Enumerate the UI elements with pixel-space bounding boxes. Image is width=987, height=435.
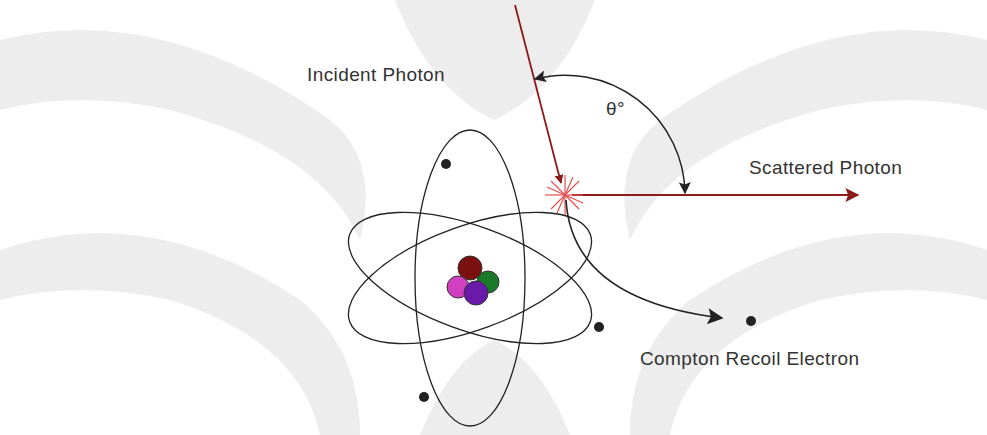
watermark-shape	[0, 233, 360, 435]
incident-photon-arrow	[515, 5, 561, 183]
electrons	[419, 159, 604, 402]
watermark-shape	[420, 340, 570, 435]
angle-arc	[535, 75, 685, 193]
watermark-shape	[630, 233, 987, 435]
recoil-electron	[746, 316, 756, 326]
orbits	[332, 130, 608, 426]
watermark-shape	[624, 30, 987, 240]
watermark-shape	[0, 30, 366, 240]
watermark-shape	[395, 0, 595, 120]
collision-burst	[545, 175, 583, 215]
label: Scattered Photon	[749, 157, 902, 179]
nucleon	[464, 281, 488, 305]
scattered-photon-arrow	[572, 194, 858, 196]
label: Incident Photon	[307, 64, 445, 86]
orbit	[415, 130, 525, 426]
label: θ°	[606, 98, 625, 120]
orbit	[332, 185, 608, 370]
electron	[419, 392, 429, 402]
orbit	[332, 185, 608, 370]
label: Compton Recoil Electron	[640, 348, 859, 370]
electron	[441, 159, 451, 169]
electron	[594, 322, 604, 332]
nucleus	[447, 256, 499, 305]
recoil-path	[566, 200, 722, 318]
